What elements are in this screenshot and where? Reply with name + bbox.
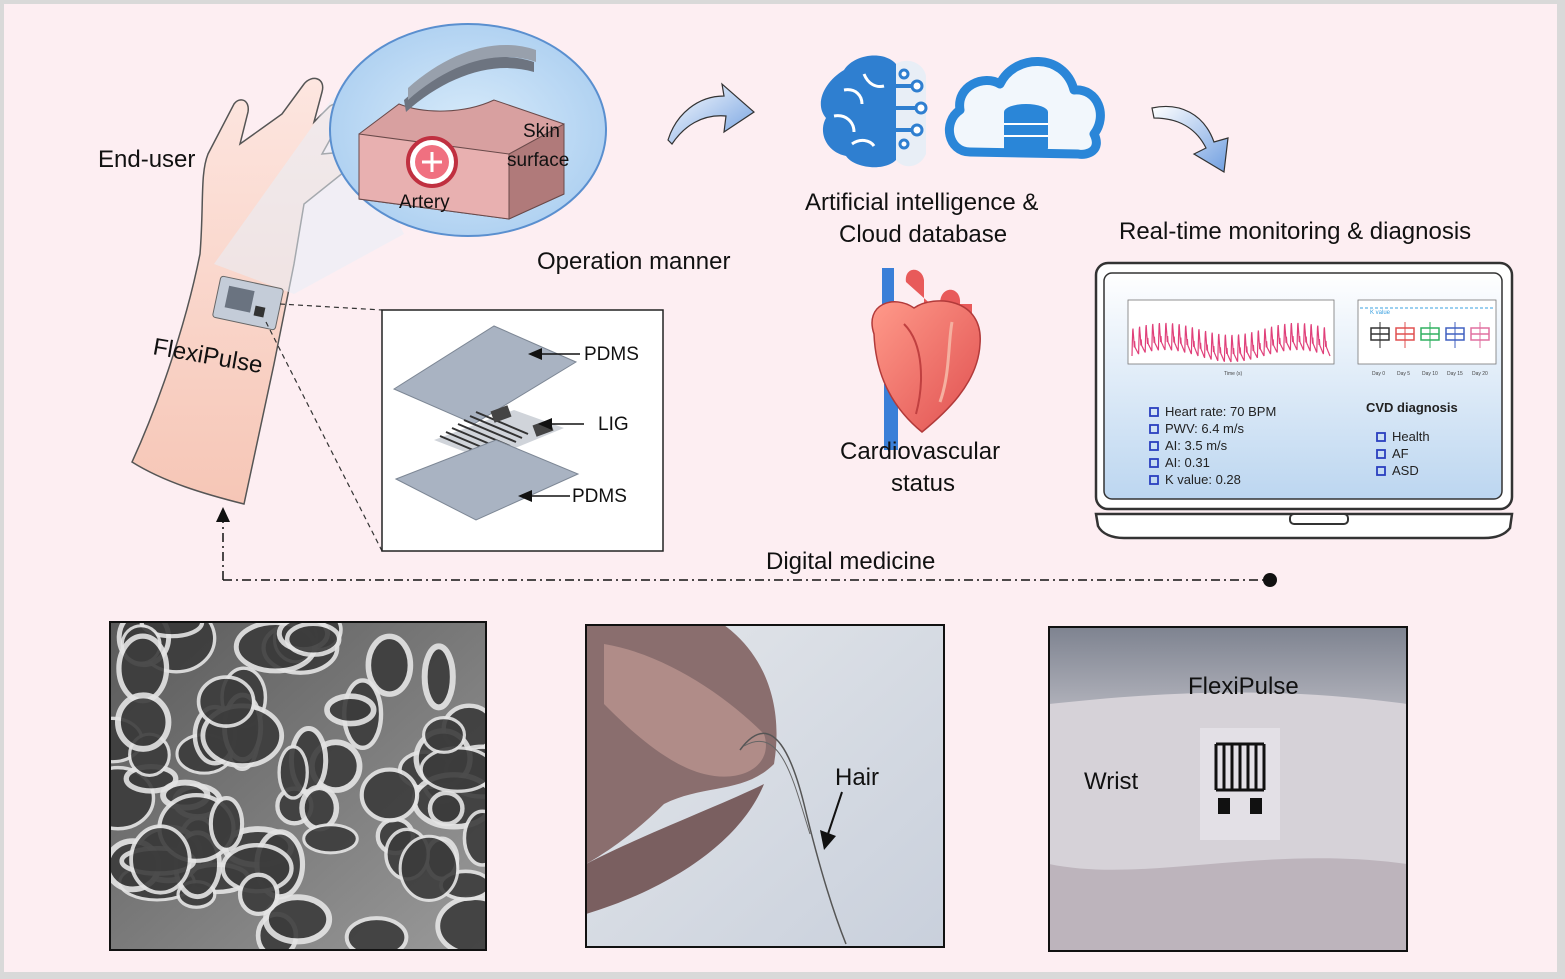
diagnosis-item: Health bbox=[1392, 429, 1430, 444]
box-plot: K value Day 0 Day 5 Day 10 Day 15 Day 20 bbox=[1357, 299, 1497, 377]
connector-line-bottom bbox=[265, 321, 383, 552]
diagnosis-bullet-icon bbox=[1376, 466, 1386, 476]
box-plot-category: Day 20 bbox=[1472, 371, 1488, 377]
skin-label-line2: surface bbox=[507, 150, 569, 171]
metric-bullet-icon bbox=[1149, 407, 1159, 417]
operation-manner-label: Operation manner bbox=[537, 248, 730, 275]
diagnosis-item: AF bbox=[1392, 446, 1409, 461]
metric-item: AI: 0.31 bbox=[1165, 455, 1210, 470]
metric-bullet-icon bbox=[1149, 441, 1159, 451]
schematic-figure: Skin surface Artery End-user FlexiPulse … bbox=[98, 23, 1514, 952]
heart-icon bbox=[871, 268, 981, 450]
artery-label: Artery bbox=[399, 192, 450, 213]
cardio-label-line2: status bbox=[891, 470, 955, 497]
hair-pointer bbox=[827, 791, 843, 835]
hair-photo bbox=[586, 625, 944, 947]
connector-line-top bbox=[279, 303, 383, 311]
metric-bullet-icon bbox=[1149, 424, 1159, 434]
brain-circuit-icon bbox=[820, 55, 928, 168]
cloud-database-icon bbox=[945, 57, 1105, 159]
metric-item: PWV: 6.4 m/s bbox=[1165, 421, 1244, 436]
digital-medicine-label: Digital medicine bbox=[766, 548, 935, 575]
box-plot-legend: K value bbox=[1370, 310, 1391, 316]
flexipulse-patch-icon bbox=[212, 275, 284, 331]
operation-lens: Skin surface Artery bbox=[329, 23, 607, 237]
end-user-label: End-user bbox=[98, 146, 195, 173]
box-plot-box bbox=[1445, 322, 1465, 348]
metric-item: K value: 0.28 bbox=[1165, 472, 1241, 487]
metric-bullet-icon bbox=[1149, 475, 1159, 485]
flexipulse-photo-label: FlexiPulse bbox=[1188, 673, 1299, 700]
ai-cloud-label-line2: Cloud database bbox=[839, 221, 1007, 248]
lig-label: LIG bbox=[598, 414, 629, 435]
wrist-label: Wrist bbox=[1084, 768, 1139, 795]
skin-label-line1: Skin bbox=[523, 121, 560, 142]
sem-micrograph-image bbox=[110, 622, 486, 950]
box-plot-category: Day 15 bbox=[1447, 371, 1463, 377]
realtime-title: Real-time monitoring & diagnosis bbox=[1119, 218, 1471, 245]
diagnosis-bullet-icon bbox=[1376, 432, 1386, 442]
box-plot-category: Day 0 bbox=[1372, 371, 1385, 377]
box-plot-category: Day 5 bbox=[1397, 371, 1410, 377]
pdms-top-label: PDMS bbox=[584, 344, 639, 365]
cardio-label-line1: Cardiovascular bbox=[840, 438, 1000, 465]
metric-bullet-icon bbox=[1149, 458, 1159, 468]
layer-stack-panel: PDMS LIG PDMS bbox=[381, 309, 664, 552]
wrist-photo bbox=[1049, 627, 1407, 951]
box-plot-box bbox=[1370, 322, 1390, 348]
diagnosis-bullet-icon bbox=[1376, 449, 1386, 459]
metric-item: Heart rate: 70 BPM bbox=[1165, 404, 1276, 419]
diagnosis-title: CVD diagnosis bbox=[1366, 400, 1458, 415]
diagnosis-item: ASD bbox=[1392, 463, 1419, 478]
flow-arrow-left-icon bbox=[667, 82, 755, 145]
digital-medicine-loop bbox=[216, 507, 1277, 587]
ai-cloud-label-line1: Artificial intelligence & bbox=[805, 189, 1038, 216]
metric-item: AI: 3.5 m/s bbox=[1165, 438, 1228, 453]
box-plot-category: Day 10 bbox=[1422, 371, 1438, 377]
waveform-xlabel: Time (s) bbox=[1224, 371, 1242, 377]
waveform-series bbox=[1131, 322, 1331, 363]
box-plot-box bbox=[1420, 322, 1440, 348]
hair-label: Hair bbox=[835, 764, 879, 791]
metrics-list: Heart rate: 70 BPM PWV: 6.4 m/sAI: 3.5 m/… bbox=[1149, 404, 1276, 487]
flow-arrow-right-icon bbox=[1151, 105, 1229, 173]
figure-canvas: Skin surface Artery End-user FlexiPulse … bbox=[4, 4, 1557, 972]
box-plot-box bbox=[1470, 322, 1490, 348]
box-plot-box bbox=[1395, 322, 1415, 348]
waveform-plot: Time (s) bbox=[1127, 299, 1335, 377]
pdms-bottom-label: PDMS bbox=[572, 486, 627, 507]
